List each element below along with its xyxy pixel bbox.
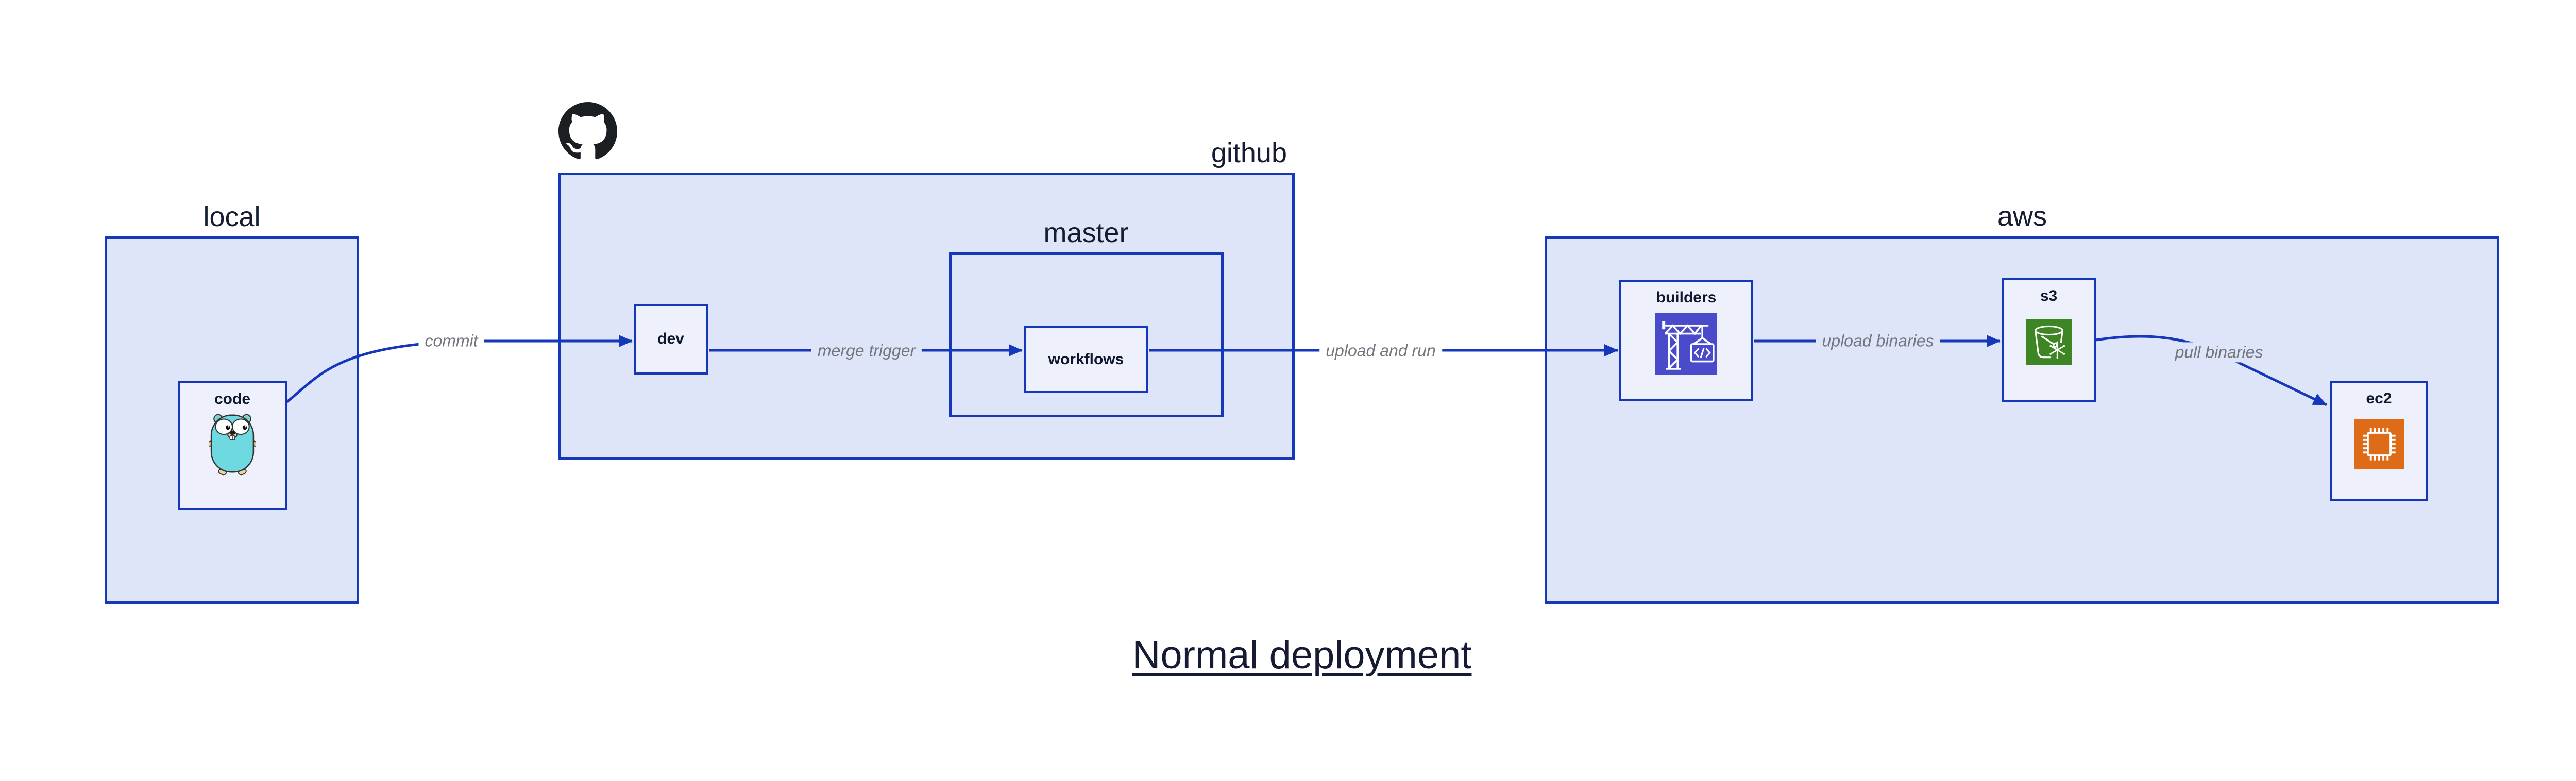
node-ec2: ec2 — [2330, 381, 2428, 501]
group-label-local: local — [203, 201, 261, 232]
node-s3: s3 — [2002, 278, 2096, 402]
node-workflows: workflows — [1024, 326, 1148, 393]
node-code: code — [178, 381, 287, 510]
node-label-dev: dev — [657, 330, 684, 348]
ec2-chip-icon — [2354, 419, 2404, 469]
edge-label-merge-trigger: merge trigger — [811, 341, 922, 361]
codebuild-crane-icon — [1655, 313, 1717, 375]
node-label-ec2: ec2 — [2366, 390, 2392, 407]
group-label-aws: aws — [1997, 200, 2047, 232]
s3-bucket-icon — [2025, 318, 2072, 365]
group-label-github: github — [1211, 137, 1287, 168]
edge-label-upload-binaries: upload binaries — [1816, 331, 1940, 351]
node-label-s3: s3 — [2040, 287, 2058, 304]
diagram-title: Normal deployment — [1132, 633, 1472, 677]
node-dev: dev — [634, 304, 708, 375]
go-gopher-icon — [207, 412, 258, 476]
node-label-workflows: workflows — [1048, 350, 1124, 368]
node-label-code: code — [214, 390, 251, 408]
edge-label-commit: commit — [418, 331, 484, 351]
github-octocat-icon — [558, 102, 617, 161]
edge-label-upload-and-run: upload and run — [1319, 341, 1442, 361]
edge-label-pull-binaries: pull binaries — [2168, 342, 2269, 363]
node-builders: builders — [1619, 280, 1753, 401]
node-label-builders: builders — [1656, 289, 1717, 306]
group-label-master: master — [1043, 217, 1129, 248]
